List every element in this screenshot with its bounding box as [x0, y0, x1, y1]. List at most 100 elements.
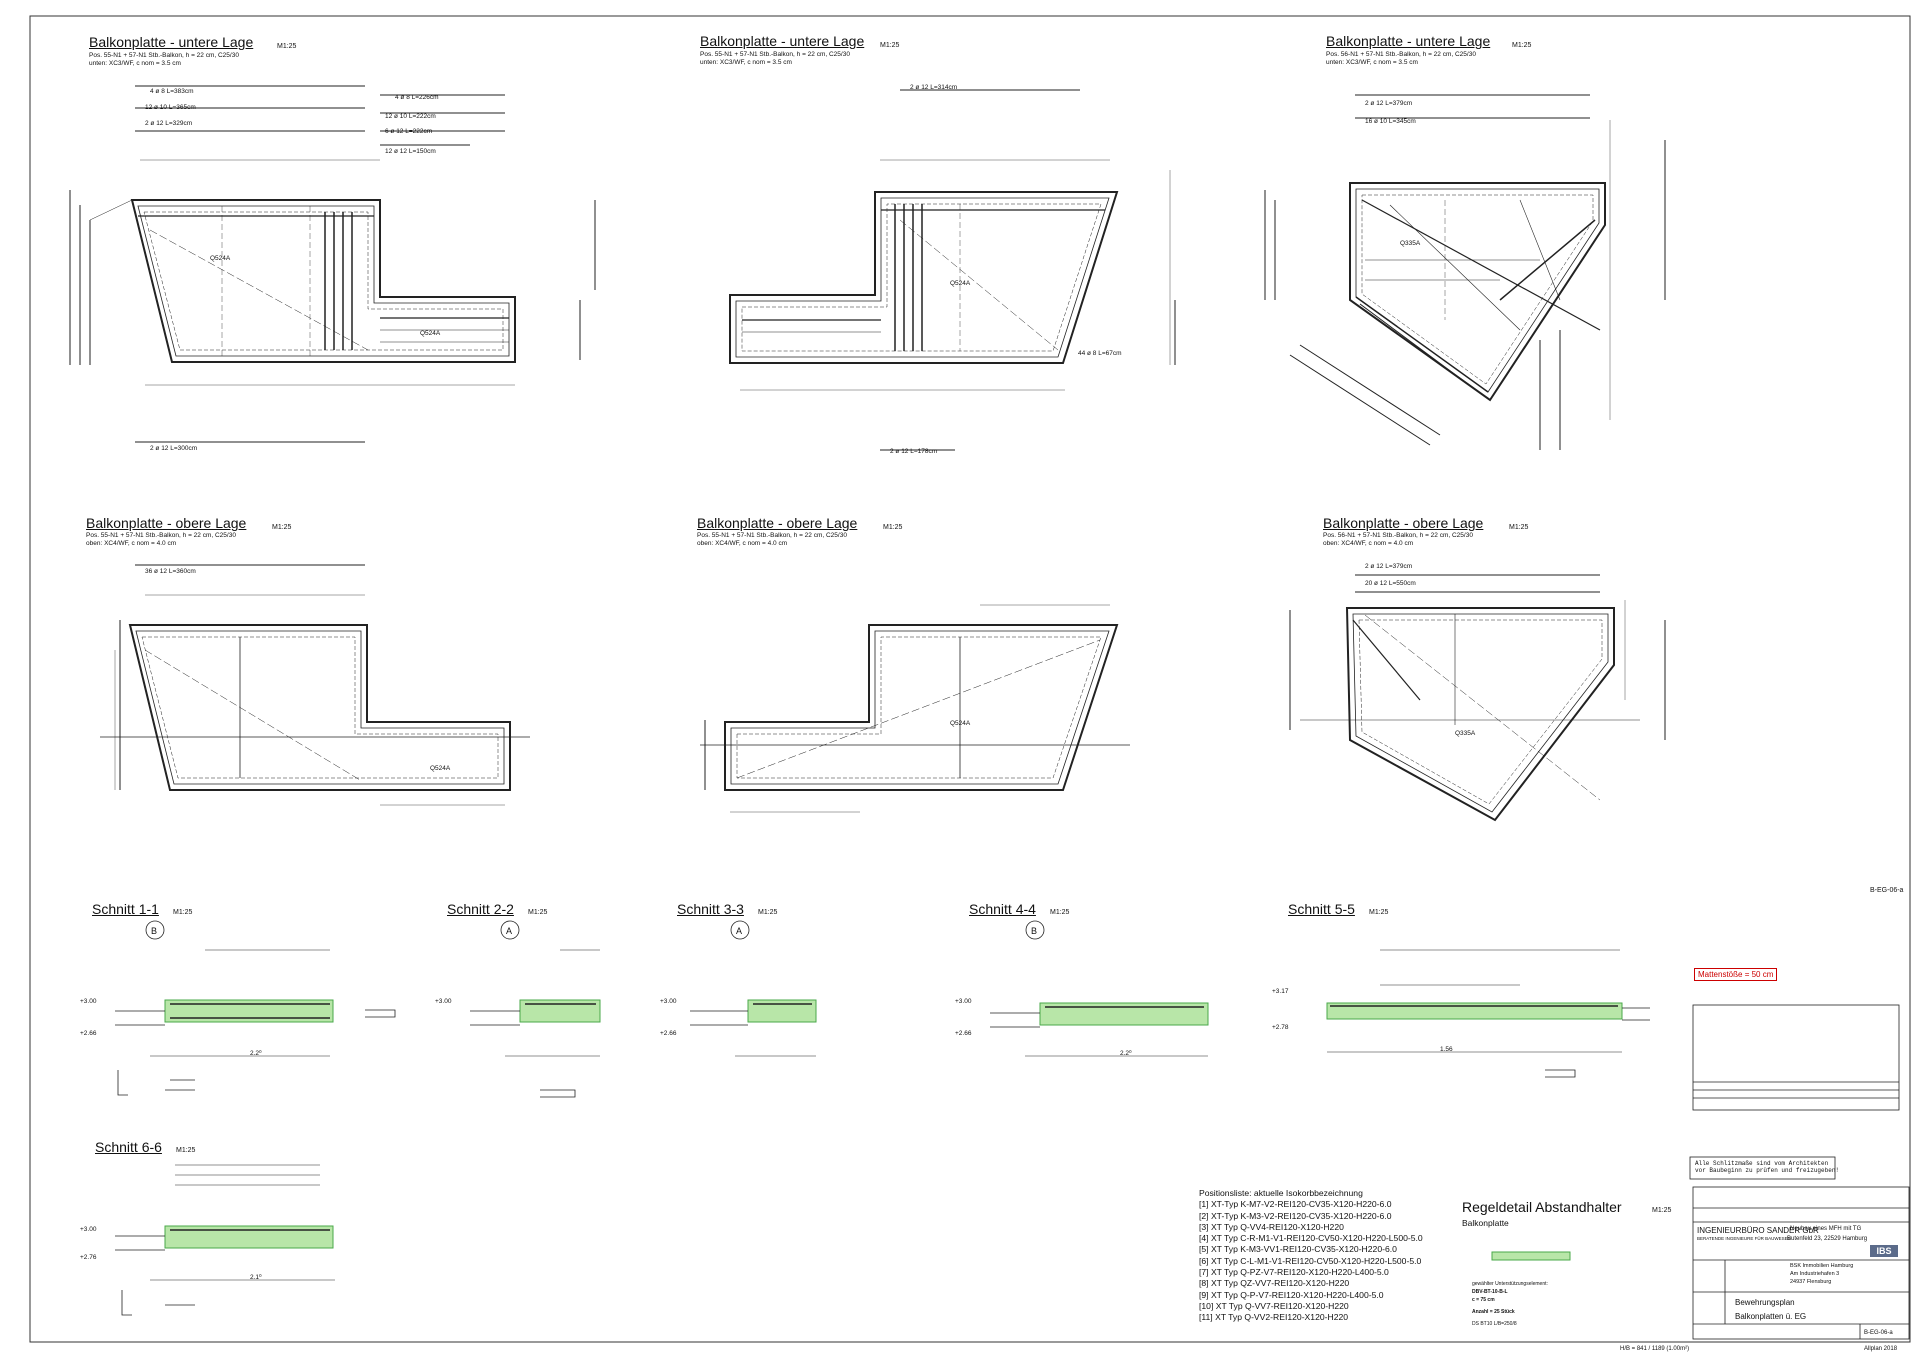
regeldetail-sub: Balkonplatte — [1462, 1218, 1509, 1228]
plan-name: Balkonplatten ü. EG — [1735, 1312, 1807, 1321]
regeldetail-note: Anzahl = 25 Stück — [1472, 1309, 1515, 1315]
position-item: [11] XT Typ Q-VV2-REI120-X120-H220 — [1199, 1312, 1349, 1323]
level-top: +3.17 — [1272, 988, 1289, 995]
mesh-label: Q524A — [430, 765, 451, 772]
plan-6-scale: M1:25 — [1509, 524, 1529, 531]
bar-label: 2 ø 12 L=379cm — [1365, 563, 1413, 570]
section-linework — [115, 920, 1650, 1316]
section-1-scale: M1:25 — [173, 909, 193, 916]
regeldetail-note: c = 75 cm — [1472, 1297, 1495, 1303]
software-name: Allplan 2018 — [1864, 1346, 1898, 1352]
plan-3-title: Balkonplatte - untere Lage — [1326, 33, 1491, 49]
bar-label: 2 ø 12 L=314cm — [910, 84, 958, 91]
plan-6-outline — [1289, 574, 1666, 822]
sheet-border — [29, 15, 1911, 1343]
section-slabs — [164, 999, 1623, 1261]
plan-3-meta-1: Pos. 56-N1 + 57-N1 Stb.-Balkon, h = 22 c… — [1326, 51, 1476, 58]
section-2-title: Schnitt 2-2 — [447, 901, 514, 917]
bar-label: 20 ø 12 L=550cm — [1365, 580, 1416, 587]
plan-4-title: Balkonplatte - obere Lage — [86, 515, 247, 531]
plan-1-scale: M1:25 — [277, 43, 297, 50]
office-sub: BERATENDE INGENIEURE FÜR BAUWESEN — [1697, 1236, 1791, 1241]
position-item: [1] XT-Typ K-M7-V2-REI120-CV35-X120-H220… — [1199, 1199, 1392, 1210]
regeldetail-note: DS BT10 L/B=250/8 — [1472, 1321, 1517, 1327]
plan-2-title: Balkonplatte - untere Lage — [700, 33, 865, 49]
level-top: +3.00 — [660, 998, 677, 1005]
plan-5-title: Balkonplatte - obere Lage — [697, 515, 858, 531]
position-item: [9] XT Typ Q-P-V7-REI120-X120-H220-L400-… — [1199, 1289, 1384, 1300]
plan-5-meta-2: oben: XC4/WF, c nom = 4.0 cm — [697, 540, 788, 547]
bar-label: 2 ø 12 L=178cm — [890, 448, 938, 455]
level-bottom: +2.78 — [1272, 1024, 1289, 1031]
axis-marker: B — [151, 926, 158, 936]
plan-3-scale: M1:25 — [1512, 42, 1532, 49]
plan-2-meta-2: unten: XC3/WF, c nom = 3.5 cm — [700, 59, 792, 66]
company-logo: IBS — [1870, 1245, 1898, 1257]
section-4-title: Schnitt 4-4 — [969, 901, 1036, 917]
plan-2-meta-1: Pos. 55-N1 + 57-N1 Stb.-Balkon, h = 22 c… — [700, 51, 850, 58]
client-city: 24937 Flensburg — [1790, 1279, 1832, 1285]
client-name: BSK Immobilien Hamburg — [1790, 1263, 1854, 1269]
position-item: [3] XT Typ Q-VV4-REI120-X120-H220 — [1199, 1221, 1344, 1232]
plan-5-scale: M1:25 — [883, 524, 903, 531]
mesh-label: Q335A — [1455, 730, 1476, 737]
level-top: +3.00 — [80, 1226, 97, 1233]
plan-1-outline — [69, 85, 596, 443]
bar-label: 36 ø 12 L=360cm — [145, 568, 196, 575]
plan-6-meta-2: oben: XC4/WF, c nom = 4.0 cm — [1323, 540, 1414, 547]
plan-number: B-EG-06-a — [1864, 1330, 1893, 1336]
level-bottom: +2.76 — [80, 1254, 97, 1261]
level-top: +3.00 — [80, 998, 97, 1005]
regeldetail-title: Regeldetail Abstandhalter — [1462, 1199, 1622, 1215]
span-dim: 2.1⁰ — [250, 1274, 262, 1281]
plan-1-title: Balkonplatte - untere Lage — [89, 34, 254, 50]
position-list: Positionsliste: aktuelle Isokorbbezeichn… — [1199, 1188, 1423, 1324]
plan-2-scale: M1:25 — [880, 42, 900, 49]
level-top: +3.00 — [955, 998, 972, 1005]
section-3-scale: M1:25 — [758, 909, 778, 916]
axis-marker: A — [506, 926, 513, 936]
section-5-title: Schnitt 5-5 — [1288, 901, 1355, 917]
section-6-scale: M1:25 — [176, 1147, 196, 1154]
mesh-label: Q524A — [210, 255, 231, 262]
section-2-scale: M1:25 — [528, 909, 548, 916]
plan-1-meta-2: unten: XC3/WF, c nom = 3.5 cm — [89, 60, 181, 67]
plan-1-meta-1: Pos. 55-N1 + 57-N1 Stb.-Balkon, h = 22 c… — [89, 52, 239, 59]
plan-3-meta-2: unten: XC3/WF, c nom = 3.5 cm — [1326, 59, 1418, 66]
section-4-scale: M1:25 — [1050, 909, 1070, 916]
span-dim: 1.56 — [1440, 1046, 1453, 1053]
position-item: [5] XT Typ K-M3-VV1-REI120-CV35-X120-H22… — [1199, 1244, 1397, 1255]
mesh-label: Q524A — [950, 720, 971, 727]
office-name: INGENIEURBÜRO SANDER GbR — [1697, 1226, 1819, 1235]
plan-4-outline — [100, 564, 530, 806]
position-item: [2] XT-Typ K-M3-V2-REI120-CV35-X120-H220… — [1199, 1210, 1392, 1221]
bar-label: 2 ø 12 L=329cm — [145, 120, 193, 127]
span-dim: 2.2⁰ — [1120, 1050, 1132, 1057]
drawing-code: B-EG-06-a — [1870, 887, 1904, 894]
regeldetail-note: gewählter Unterstützungselement: — [1472, 1281, 1548, 1287]
bar-label: 4 ø 8 L=226cm — [395, 94, 439, 101]
position-item: [7] XT Typ Q-PZ-V7-REI120-X120-H220-L400… — [1199, 1267, 1389, 1278]
bar-label: 12 ø 10 L=222cm — [385, 113, 436, 120]
span-dim: 2.2⁰ — [250, 1050, 262, 1057]
position-list-header: Positionsliste: aktuelle Isokorbbezeichn… — [1199, 1188, 1363, 1198]
bar-label: 2 ø 12 L=379cm — [1365, 100, 1413, 107]
bar-label: 4 ø 8 L=383cm — [150, 88, 194, 95]
office-address: Butenfeld 23, 22529 Hamburg — [1787, 1236, 1868, 1242]
position-item: [4] XT Typ C-R-M1-V1-REI120-CV50-X120-H2… — [1199, 1233, 1423, 1244]
bar-label: 12 ø 10 L=365cm — [145, 104, 196, 111]
level-bottom: +2.66 — [80, 1030, 97, 1037]
regeldetail-scale: M1:25 — [1652, 1207, 1672, 1214]
plan-5-outline — [700, 604, 1130, 813]
axis-marker: A — [736, 926, 743, 936]
section-3-title: Schnitt 3-3 — [677, 901, 744, 917]
bar-label: 44 ø 8 L=67cm — [1078, 350, 1122, 357]
plan-4-meta-2: oben: XC4/WF, c nom = 4.0 cm — [86, 540, 177, 547]
bar-label: 16 ø 10 L=345cm — [1365, 118, 1416, 125]
mesh-label: Q524A — [950, 280, 971, 287]
title-block-frame — [1689, 1004, 1910, 1340]
plan-4-scale: M1:25 — [272, 524, 292, 531]
plan-3-outline — [1264, 94, 1666, 450]
